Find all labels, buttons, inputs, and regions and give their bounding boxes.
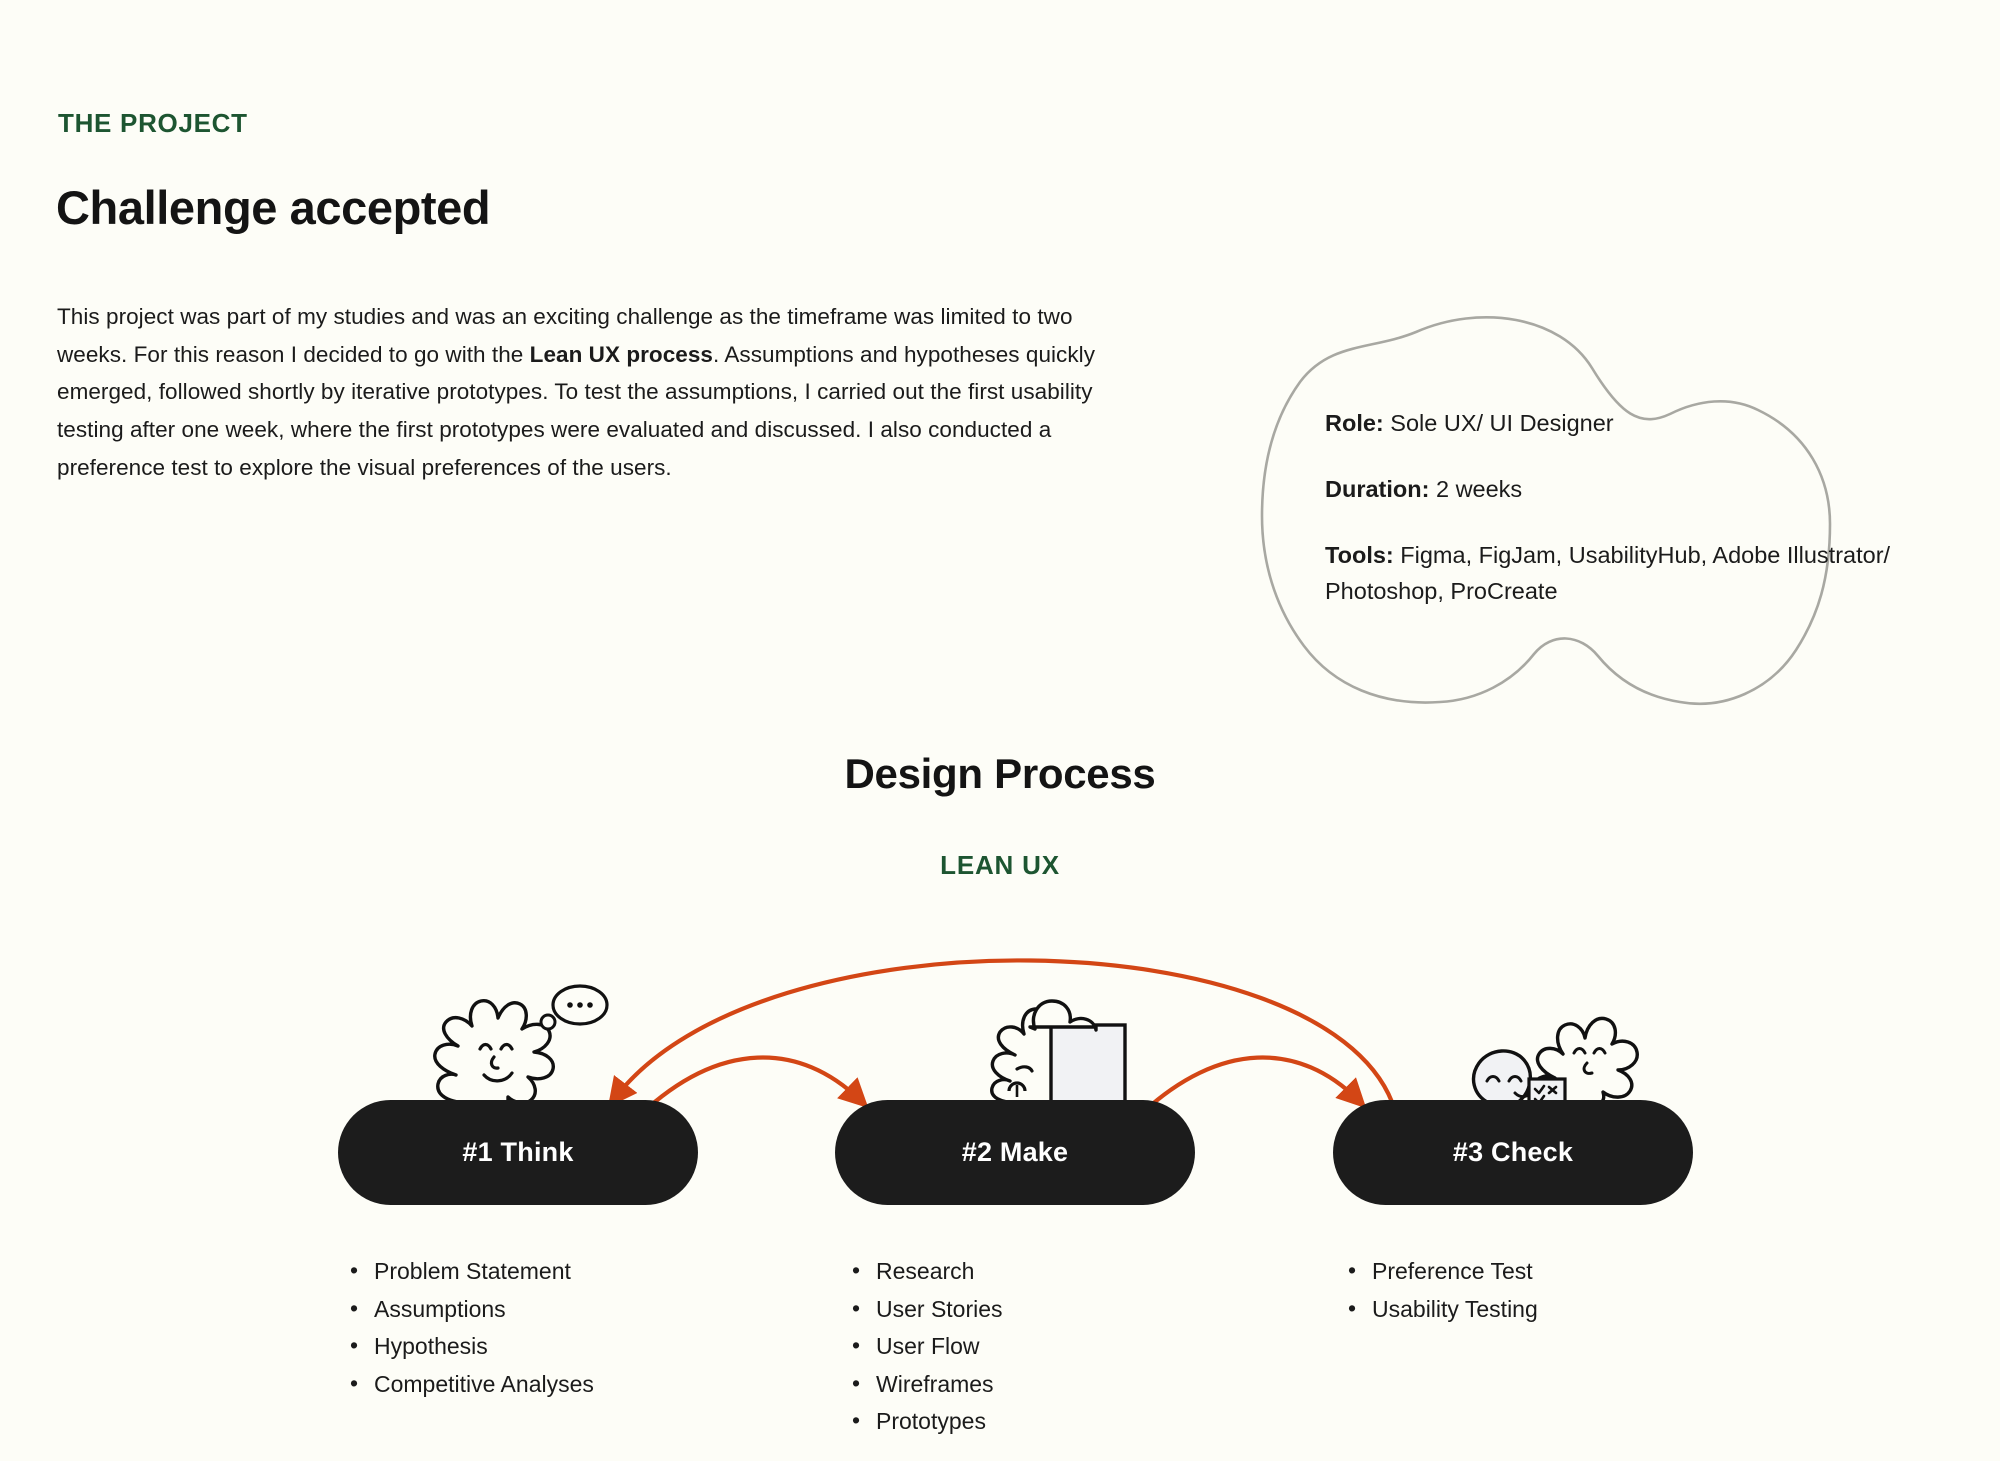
process-stage-make[interactable]: #2 Make bbox=[835, 999, 1195, 1205]
description-part-1: This project was part of my studies and … bbox=[57, 304, 1073, 367]
list-item: User Stories bbox=[852, 1290, 1003, 1329]
duration-row: Duration: 2 weeks bbox=[1325, 471, 1895, 507]
blob-thinking-icon bbox=[408, 984, 609, 1105]
stage-check-items: Preference Test Usability Testing bbox=[1348, 1252, 1538, 1329]
duration-value: 2 weeks bbox=[1429, 476, 1523, 502]
role-value: Sole UX/ UI Designer bbox=[1383, 410, 1614, 436]
stage-pill-check[interactable]: #3 Check bbox=[1333, 1100, 1693, 1205]
arrow-think-to-make bbox=[638, 1055, 869, 1117]
process-stage-think[interactable]: #1 Think bbox=[338, 984, 698, 1205]
stage-pill-make[interactable]: #2 Make bbox=[835, 1100, 1195, 1205]
tools-value: Figma, FigJam, UsabilityHub, Adobe Illus… bbox=[1325, 542, 1891, 604]
duration-label: Duration: bbox=[1325, 476, 1430, 502]
arrow-make-to-check bbox=[1138, 1055, 1367, 1117]
design-process-title: Design Process bbox=[844, 750, 1156, 797]
stage-think-items: Problem Statement Assumptions Hypothesis… bbox=[350, 1252, 594, 1404]
stage-make-items: Research User Stories User Flow Wirefram… bbox=[852, 1252, 1003, 1441]
tools-label: Tools: bbox=[1325, 542, 1394, 568]
blob-with-board-icon bbox=[960, 985, 1135, 1105]
process-stage-check[interactable]: #3 Check bbox=[1333, 1016, 1693, 1205]
description-part-2: . Assumptions and hypotheses quickly eme… bbox=[57, 341, 1095, 480]
list-item: Usability Testing bbox=[1348, 1290, 1538, 1329]
role-row: Role: Sole UX/ UI Designer bbox=[1325, 405, 1895, 441]
list-item: Research bbox=[852, 1252, 1003, 1291]
tools-row: Tools: Figma, FigJam, UsabilityHub, Adob… bbox=[1325, 537, 1895, 609]
description-bold-term: Lean UX process bbox=[529, 341, 713, 367]
section-eyebrow: THE PROJECT bbox=[58, 108, 248, 138]
list-item: Wireframes bbox=[852, 1365, 1003, 1404]
list-item: Prototypes bbox=[852, 1402, 1003, 1441]
arrow-check-to-think bbox=[607, 958, 1394, 1108]
role-label: Role: bbox=[1325, 410, 1384, 436]
stage-pill-think[interactable]: #1 Think bbox=[338, 1100, 698, 1205]
page-title: Challenge accepted bbox=[56, 181, 491, 234]
list-item: Assumptions bbox=[350, 1290, 594, 1329]
cloud-callout-text: Role: Sole UX/ UI Designer Duration: 2 w… bbox=[1325, 405, 1895, 609]
cloud-callout-shape bbox=[1230, 310, 1890, 720]
design-process-subtitle: LEAN UX bbox=[940, 850, 1060, 880]
list-item: Competitive Analyses bbox=[350, 1365, 594, 1404]
list-item: User Flow bbox=[852, 1327, 1003, 1366]
list-item: Hypothesis bbox=[350, 1327, 594, 1366]
list-item: Problem Statement bbox=[350, 1252, 594, 1291]
list-item: Preference Test bbox=[1348, 1252, 1538, 1291]
blob-with-checklist-icon bbox=[1463, 985, 1653, 1107]
design-process-diagram: #1 Think #2 Make bbox=[0, 930, 2000, 1220]
project-description: This project was part of my studies and … bbox=[57, 298, 1117, 487]
